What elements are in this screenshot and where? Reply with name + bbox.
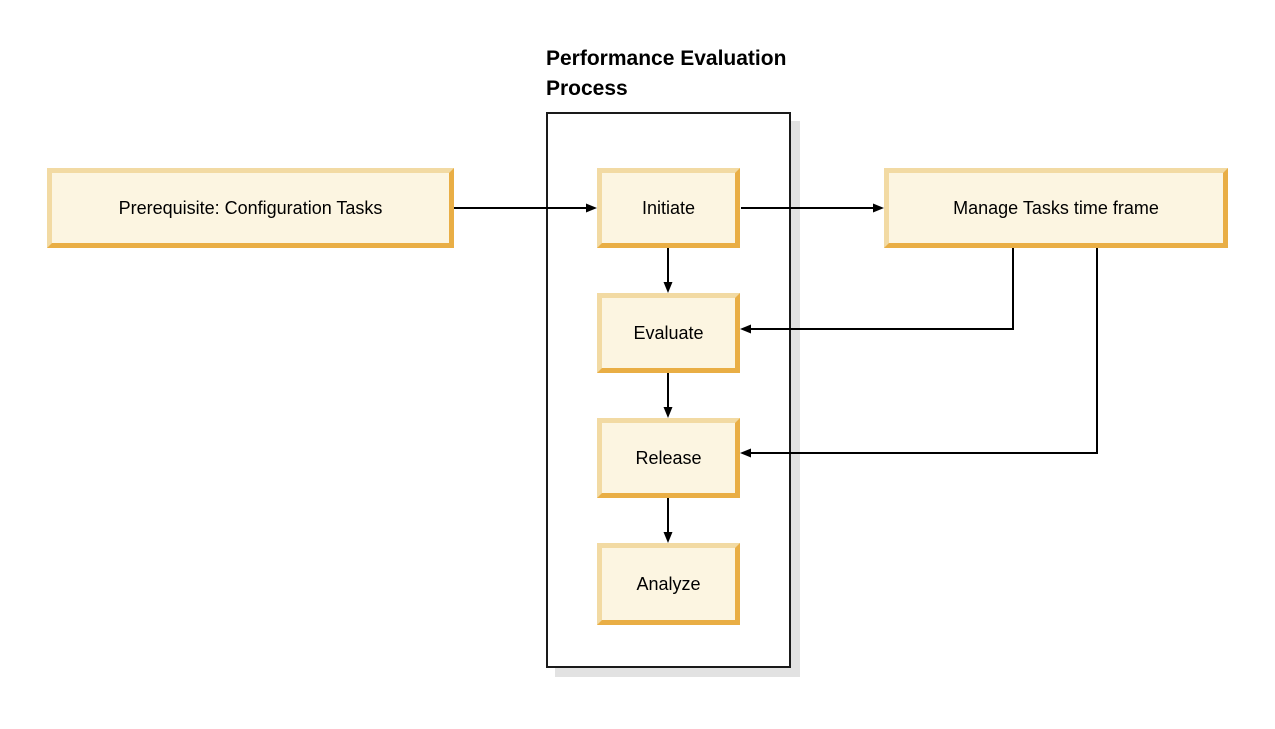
arrowhead-into-manage [873,203,884,213]
diagram-title: Performance Evaluation Process [546,47,787,100]
node-release-label: Release [635,447,702,468]
node-initiate: Initiate [597,168,740,248]
node-initiate-label: Initiate [641,197,696,218]
node-manage-tasks-time-frame: Manage Tasks time frame [884,168,1228,248]
node-evaluate: Evaluate [597,293,740,373]
node-analyze-label: Analyze [636,573,701,594]
node-prerequisite-label: Prerequisite: Configuration Tasks [118,197,383,218]
node-prerequisite-configuration-tasks: Prerequisite: Configuration Tasks [47,168,454,248]
arrow-manage-to-release-line [750,248,1098,454]
node-analyze: Analyze [597,543,740,625]
node-manage-label: Manage Tasks time frame [953,197,1159,218]
node-evaluate-label: Evaluate [633,322,704,343]
node-release: Release [597,418,740,498]
